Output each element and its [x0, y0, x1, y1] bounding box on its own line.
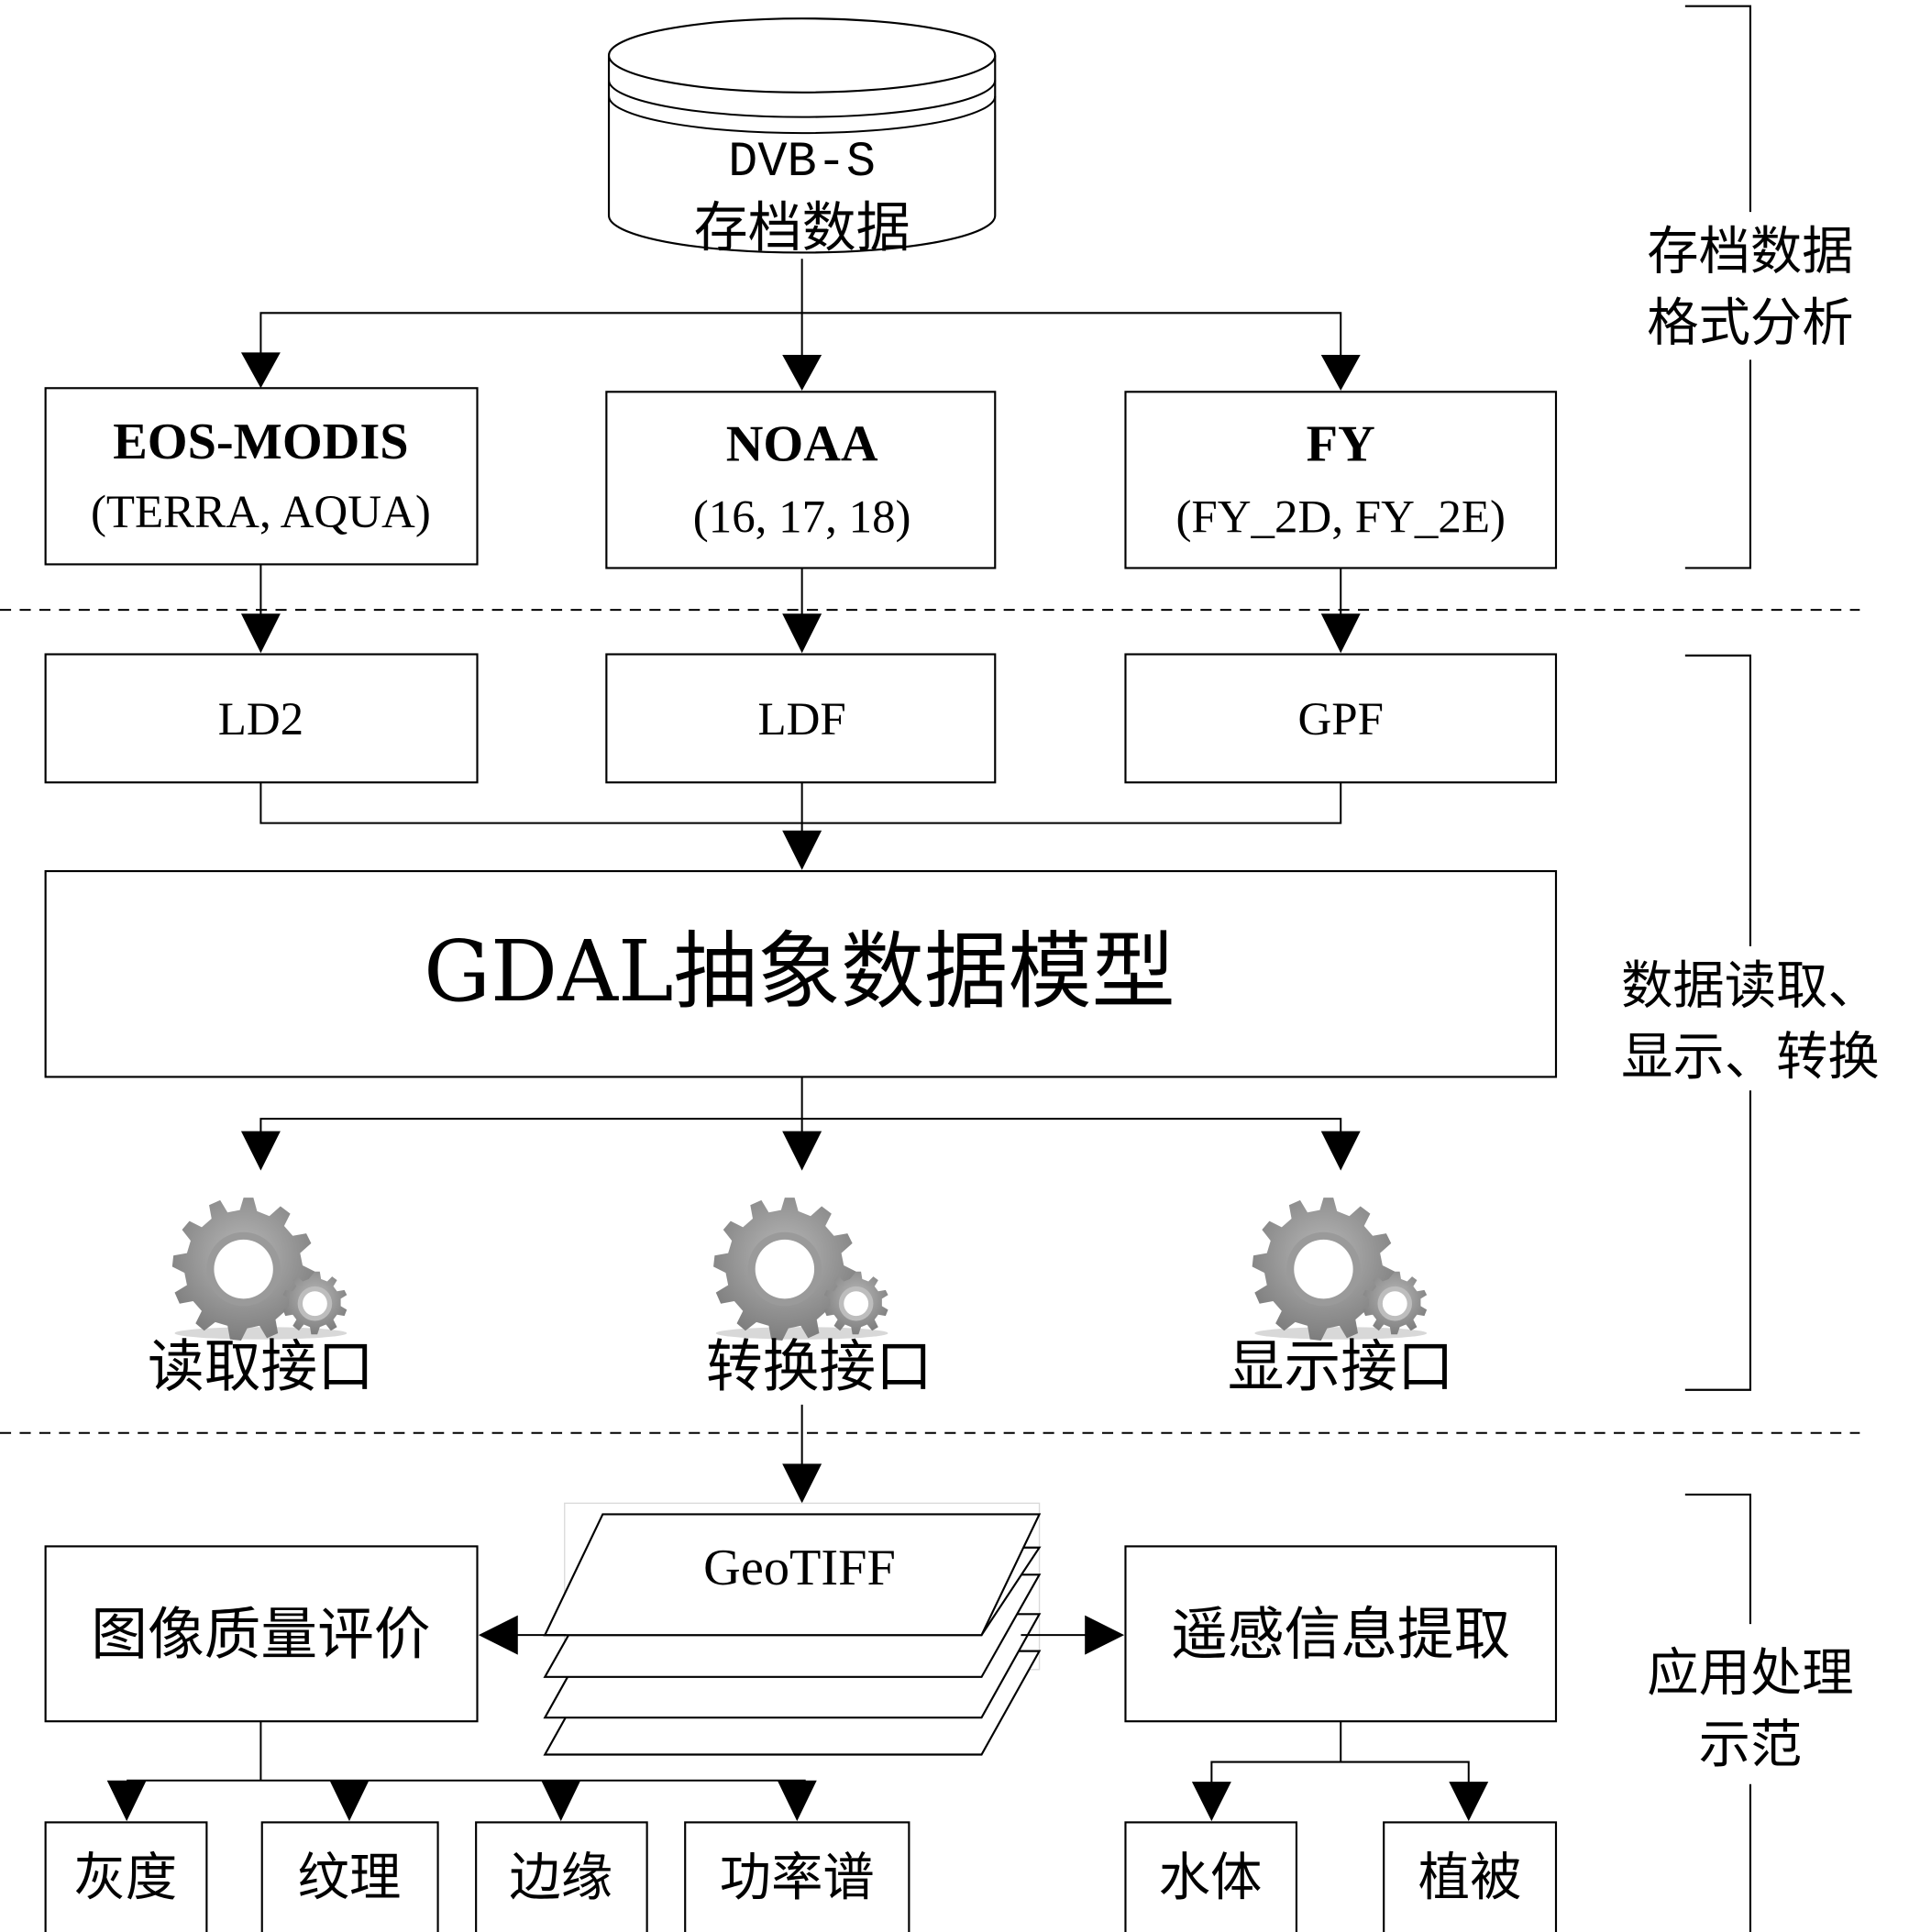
satellite-detail: (16, 17, 18) [693, 491, 911, 543]
interface-convert[interactable]: 转换接口 [706, 1198, 932, 1400]
interface-label: 显示接口 [1228, 1334, 1454, 1400]
gdal-model-label: GDAL抽象数据模型 [424, 922, 1175, 1021]
stage-bracket-application-demo: 应用处理 示范 [1647, 1493, 1854, 1932]
quality-metric-edge[interactable]: 边缘 [475, 1821, 648, 1932]
stage-label-line1: 存档数据 [1647, 222, 1853, 282]
metric-label: 纹理 [298, 1849, 402, 1908]
source-title: DVB-S [728, 135, 876, 191]
archive-database[interactable]: DVB-S 存档数据 [607, 17, 997, 259]
stage-label-line2: 格式分析 [1647, 293, 1853, 353]
satellite-detail: (FY_2D, FY_2E) [1175, 491, 1506, 543]
satellite-noaa[interactable]: NOAA (16, 17, 18) [605, 391, 997, 569]
stage-label-line1: 应用处理 [1647, 1644, 1853, 1704]
application-connectors [478, 1615, 1125, 1655]
format-label: LDF [758, 694, 846, 745]
satellite-fy[interactable]: FY (FY_2D, FY_2E) [1124, 391, 1558, 569]
source-connectors [240, 259, 1361, 391]
satellite-name: EOS-MODIS [113, 414, 408, 470]
gdal-data-model[interactable]: GDAL抽象数据模型 [44, 869, 1558, 1078]
extraction-children-connectors [1191, 1721, 1489, 1822]
interface-label: 转换接口 [706, 1334, 932, 1400]
interface-connectors [240, 1076, 1361, 1171]
format-connectors [240, 564, 1361, 654]
metric-label: 功率谱 [720, 1849, 875, 1908]
image-quality-evaluation[interactable]: 图像质量评价 [44, 1545, 479, 1723]
source-subtitle: 存档数据 [694, 196, 910, 259]
application-label: 遥感信息提取 [1171, 1601, 1510, 1667]
gears-icon [1252, 1198, 1428, 1341]
satellite-name: NOAA [726, 416, 878, 473]
stage-label-line2: 示范 [1699, 1716, 1803, 1775]
format-label: LD2 [218, 694, 303, 745]
format-ld2[interactable]: LD2 [44, 653, 479, 784]
quality-metric-gray[interactable]: 灰度 [44, 1821, 208, 1932]
format-ldf[interactable]: LDF [605, 653, 997, 784]
satellite-name: FY [1307, 416, 1375, 473]
format-label: GPF [1297, 694, 1383, 745]
interface-label: 读取接口 [148, 1334, 374, 1400]
quality-children-connectors [106, 1721, 817, 1822]
metric-label: 边缘 [509, 1849, 612, 1908]
remote-sensing-extraction[interactable]: 遥感信息提取 [1124, 1545, 1558, 1723]
geotiff-label: GeoTIFF [703, 1540, 896, 1596]
gears-icon [713, 1198, 888, 1341]
interface-read[interactable]: 读取接口 [148, 1198, 374, 1400]
output-connector [782, 1404, 822, 1504]
metric-label: 灰度 [73, 1849, 177, 1908]
interface-display[interactable]: 显示接口 [1228, 1198, 1454, 1400]
format-gpf[interactable]: GPF [1124, 653, 1558, 784]
stage-label-line1: 数据读取、 [1621, 956, 1880, 1016]
quality-metric-texture[interactable]: 纹理 [260, 1821, 439, 1932]
geotiff-stack[interactable]: GeoTIFF [543, 1502, 1042, 1756]
extraction-label: 水体 [1159, 1849, 1263, 1908]
extraction-water[interactable]: 水体 [1124, 1821, 1298, 1932]
application-label: 图像质量评价 [91, 1601, 430, 1667]
stage-bracket-format-analysis: 存档数据 格式分析 [1647, 5, 1854, 569]
stage-label-line2: 显示、转换 [1621, 1028, 1880, 1087]
model-connectors [259, 782, 1342, 870]
satellite-eos-modis[interactable]: EOS-MODIS (TERRA, AQUA) [44, 387, 479, 566]
extraction-vegetation[interactable]: 植被 [1383, 1821, 1558, 1932]
satellite-detail: (TERRA, AQUA) [91, 487, 431, 538]
quality-metric-power-spectrum[interactable]: 功率谱 [684, 1821, 910, 1932]
database-cylinder-icon [607, 55, 997, 254]
gears-icon [171, 1198, 348, 1341]
extraction-label: 植被 [1418, 1849, 1522, 1908]
stage-bracket-read-display-convert: 数据读取、 显示、转换 [1621, 654, 1880, 1391]
